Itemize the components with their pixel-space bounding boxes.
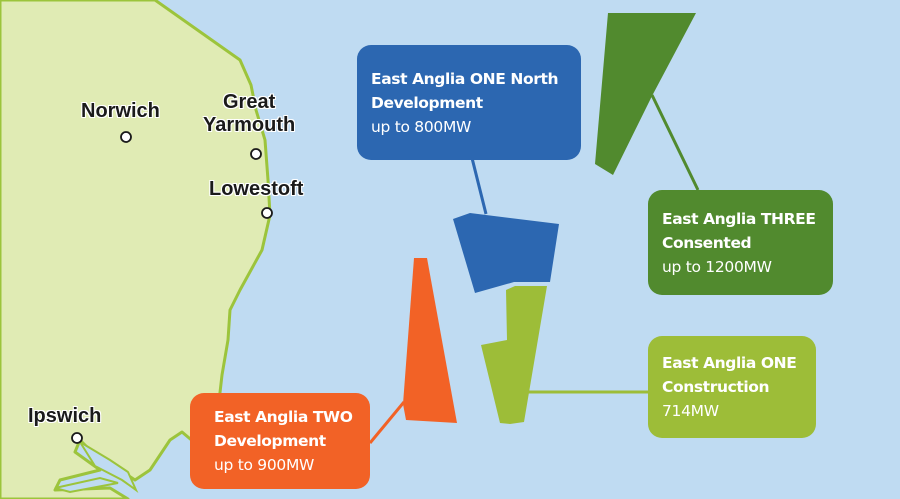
ea-one-capacity: 714MW xyxy=(662,402,719,420)
ea-two-leader-line xyxy=(368,401,406,444)
ea-three-name: East Anglia THREE xyxy=(662,209,816,228)
ea-one-north-leader-line xyxy=(470,157,488,215)
ea-three-status: Consented xyxy=(662,233,752,252)
ea-three-zone[interactable] xyxy=(595,13,696,175)
ea-one-status: Construction xyxy=(662,378,770,396)
ea-one-north-zone[interactable] xyxy=(453,213,559,293)
ea-one-north-callout[interactable]: East Anglia ONE North Development up to … xyxy=(357,45,581,160)
ea-two-callout[interactable]: East Anglia TWO Development up to 900MW xyxy=(190,393,370,489)
city-label-ipswich: Ipswich xyxy=(28,405,102,427)
lowestoft-marker xyxy=(261,207,273,219)
ea-three-leader-line xyxy=(650,94,700,191)
ea-one-north-name: East Anglia ONE North xyxy=(371,69,559,88)
ea-three-callout[interactable]: East Anglia THREE Consented up to 1200MW xyxy=(648,190,833,295)
ea-two-name: East Anglia TWO xyxy=(214,408,353,426)
ea-one-north-capacity: up to 800MW xyxy=(371,117,472,136)
city-label-great: Great xyxy=(223,91,276,113)
norwich-marker xyxy=(120,131,132,143)
great-yarmouth-marker xyxy=(250,148,262,160)
ea-two-capacity: up to 900MW xyxy=(214,456,315,474)
ipswich-marker xyxy=(71,432,83,444)
ea-three-capacity: up to 1200MW xyxy=(662,257,772,276)
ea-two-zone[interactable] xyxy=(403,258,457,423)
ea-one-zone[interactable] xyxy=(481,286,547,424)
ea-two-status: Development xyxy=(214,432,326,450)
city-label-lowestoft: Lowestoft xyxy=(209,178,304,200)
city-label-norwich: Norwich xyxy=(81,100,160,122)
ipswich-estuary xyxy=(79,441,139,493)
ea-one-name: East Anglia ONE xyxy=(662,354,797,372)
ea-one-north-status: Development xyxy=(371,93,483,112)
estuary-inlet xyxy=(54,476,119,494)
city-label-yarmouth: Yarmouth xyxy=(203,114,296,136)
ea-one-callout[interactable]: East Anglia ONE Construction 714MW xyxy=(648,336,816,438)
